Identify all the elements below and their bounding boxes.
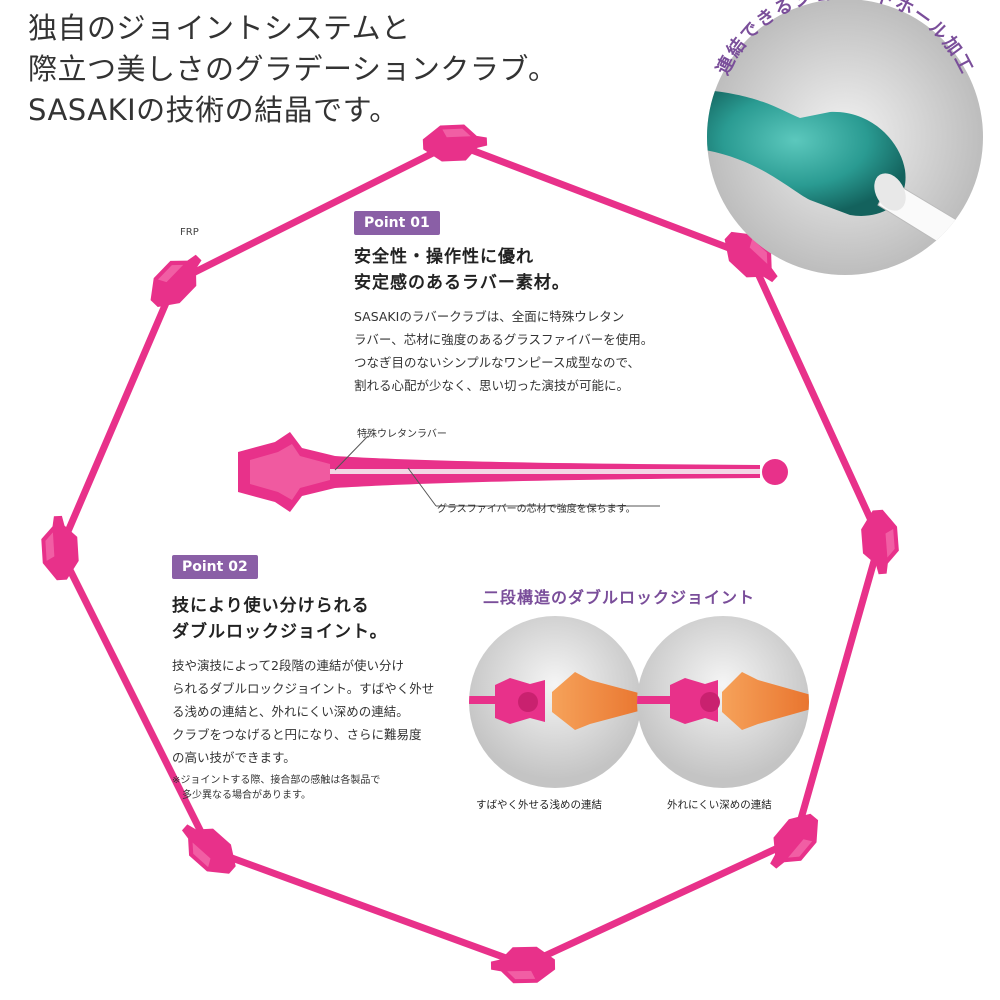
club-joint bbox=[490, 946, 556, 984]
club-joint bbox=[861, 509, 899, 575]
point-01-body-line: つなぎ目のないシンプルなワンピース成型なので、 bbox=[354, 355, 641, 370]
point-01-body-line: 割れる心配が少なく、思い切った演技が可能に。 bbox=[354, 378, 630, 393]
point-02-note-line-1: ※ジョイントする際、接合部の感触は各製品で bbox=[172, 775, 381, 786]
point-02-body-line: の高い技ができます。 bbox=[172, 750, 296, 765]
club-shaft bbox=[56, 546, 214, 854]
point-01-title-line-1: 安全性・操作性に優れ bbox=[354, 247, 534, 267]
point-02-body: 技や演技によって2段階の連結が使い分け られるダブルロックジョイント。すばやく外… bbox=[172, 654, 434, 769]
point-02-body-line: る浅めの連結と、外れにくい深めの連結。 bbox=[172, 704, 409, 719]
headline-line-3: SASAKIの技術の結晶です。 bbox=[28, 93, 399, 127]
headline-line-2: 際立つ美しさのグラデーションクラブ。 bbox=[28, 52, 558, 86]
label-glass-fiber: グラスファイバーの芯材で強度を保ちます。 bbox=[437, 504, 636, 515]
point-02-note: ※ジョイントする際、接合部の感触は各製品で 多少異なる場合があります。 bbox=[172, 773, 380, 803]
point-02-body-line: られるダブルロックジョイント。すばやく外せ bbox=[172, 681, 435, 696]
club-joint bbox=[41, 515, 79, 581]
club-joint bbox=[770, 813, 819, 869]
point-02-title-line-2: ダブルロックジョイント。 bbox=[172, 622, 388, 642]
point-02-badge: Point 02 bbox=[172, 555, 258, 579]
point-02-body-line: クラブをつなげると円になり、さらに難易度 bbox=[172, 727, 422, 742]
frp-label: FRP bbox=[180, 227, 199, 238]
club-shaft bbox=[521, 836, 799, 969]
club-shaft bbox=[791, 536, 884, 844]
caption-shallow-joint: すばやく外せる浅めの連結 bbox=[476, 799, 602, 811]
headline: 独自のジョイントシステムと 際立つ美しさのグラデーションクラブ。 SASAKIの… bbox=[28, 8, 558, 131]
club-joint bbox=[150, 254, 202, 308]
headline-line-1: 独自のジョイントシステムと bbox=[28, 11, 411, 45]
club-shaft bbox=[206, 846, 529, 969]
point-01-badge: Point 01 bbox=[354, 211, 440, 235]
club-shaft bbox=[56, 278, 179, 554]
club-shaft bbox=[171, 139, 457, 286]
club-shaft bbox=[746, 252, 884, 544]
club-joint bbox=[422, 124, 488, 162]
point-01-title: 安全性・操作性に優れ 安定感のあるラバー素材。 bbox=[354, 244, 570, 296]
caption-deep-joint: 外れにくい深めの連結 bbox=[667, 799, 772, 811]
club-shaft bbox=[449, 139, 754, 260]
double-lock-title: 二段構造のダブルロックジョイント bbox=[483, 588, 756, 607]
point-02-title-line-1: 技により使い分けられる bbox=[172, 596, 370, 616]
club-cross-section bbox=[238, 432, 788, 512]
point-01-title-line-2: 安定感のあるラバー素材。 bbox=[354, 273, 570, 293]
point-02-body-line: 技や演技によって2段階の連結が使い分け bbox=[172, 658, 404, 673]
point-01-body-line: SASAKIのラバークラブは、全面に特殊ウレタン bbox=[354, 309, 625, 324]
point-01-body-line: ラバー、芯材に強度のあるグラスファイバーを使用。 bbox=[354, 332, 654, 347]
label-urethane-rubber: 特殊ウレタンラバー bbox=[357, 429, 447, 440]
point-02-title: 技により使い分けられる ダブルロックジョイント。 bbox=[172, 593, 388, 645]
club-joint bbox=[724, 231, 778, 283]
point-02-note-line-2: 多少異なる場合があります。 bbox=[182, 790, 311, 801]
club-joint bbox=[181, 824, 236, 874]
point-01-body: SASAKIのラバークラブは、全面に特殊ウレタン ラバー、芯材に強度のあるグラス… bbox=[354, 305, 653, 397]
